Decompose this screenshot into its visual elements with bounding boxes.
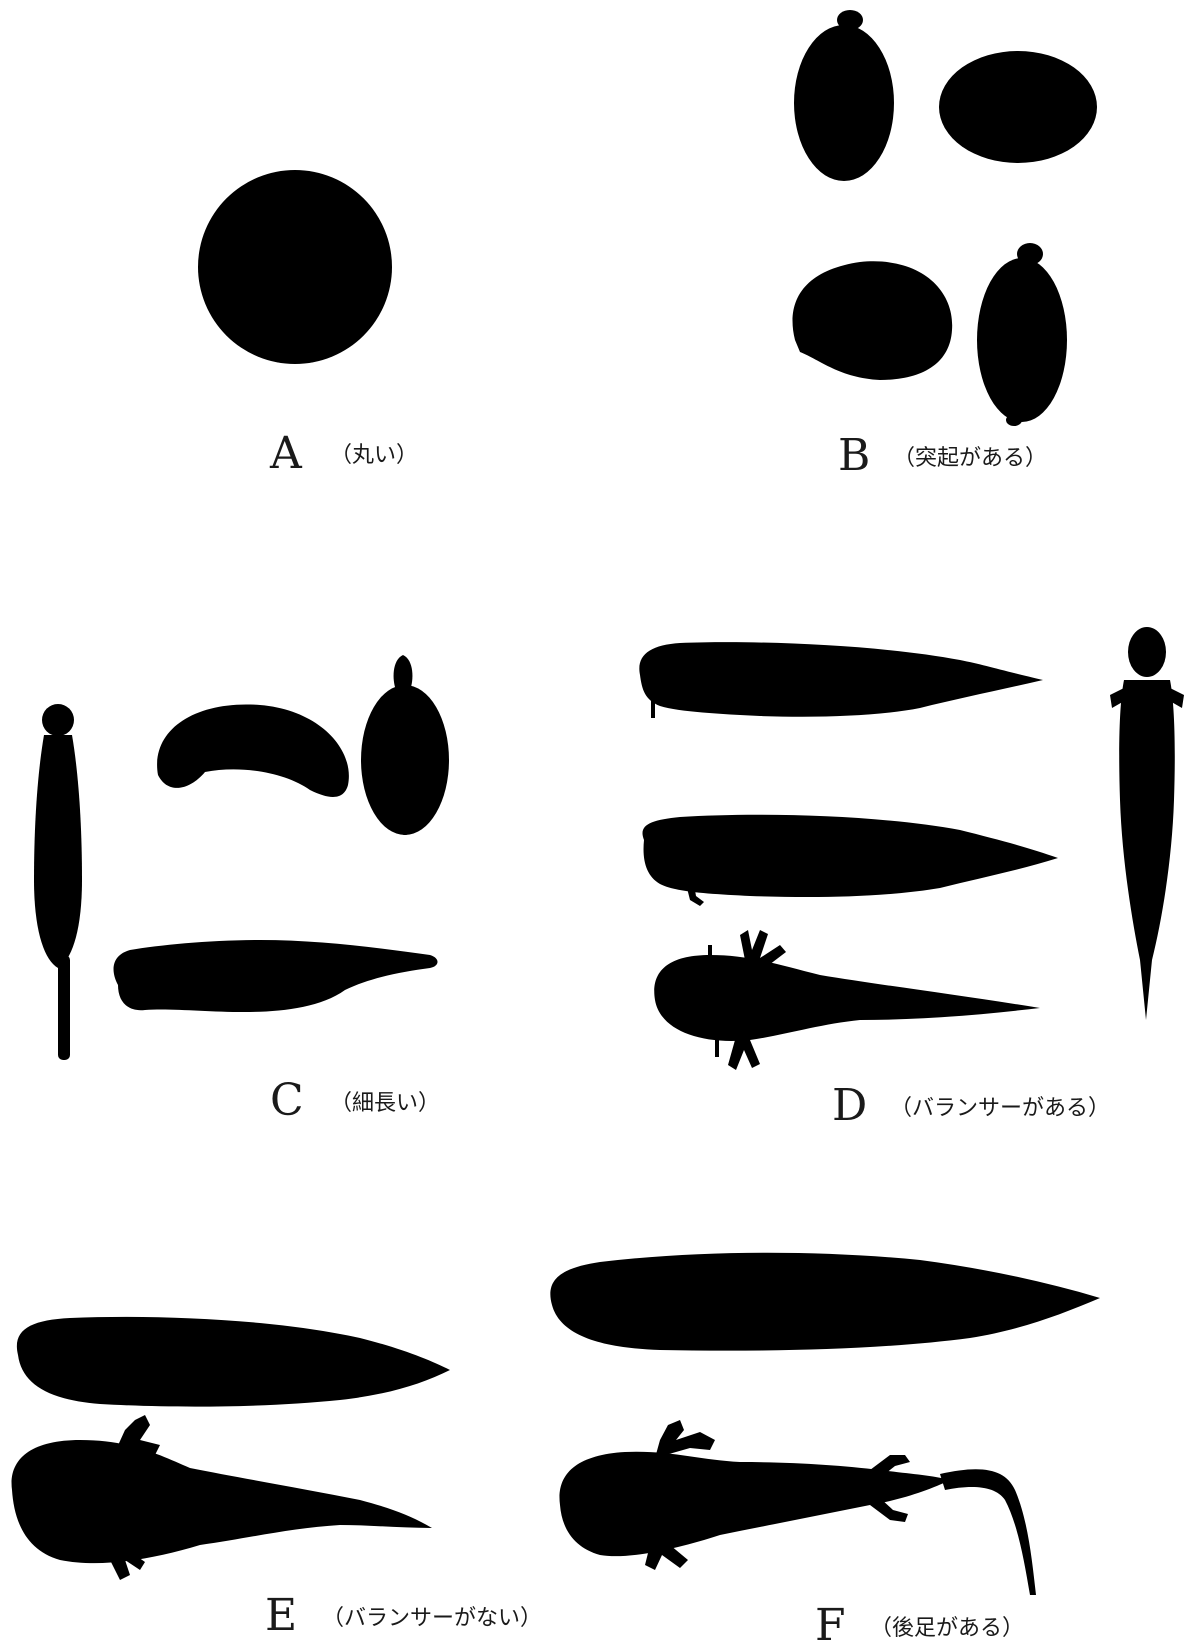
stage-c-embryo-1 (34, 704, 82, 1060)
stage-a-letter: A (269, 428, 303, 479)
stage-e-note: （バランサーがない） (322, 1606, 542, 1631)
stage-a-note: （丸い） (330, 443, 418, 468)
stage-b-letter: B (838, 430, 870, 481)
stage-a-egg-silhouette (198, 170, 392, 364)
stage-b-embryo-3 (793, 261, 953, 380)
stage-f-larva-2 (559, 1420, 1036, 1595)
stage-d: D （バランサーがある） (639, 627, 1184, 1131)
stage-f-letter: F (815, 1600, 846, 1645)
stage-c-note: （細長い） (330, 1091, 440, 1116)
stage-b-note: （突起がある） (893, 446, 1047, 471)
stage-d-larva-1 (639, 642, 1043, 718)
stage-e-larva-2 (12, 1415, 432, 1580)
stage-d-larva-2 (643, 815, 1059, 906)
stage-b-embryo-2 (939, 51, 1097, 163)
stage-e-letter: E (265, 1590, 297, 1641)
stage-d-note: （バランサーがある） (890, 1096, 1110, 1121)
stage-d-larva-3 (654, 930, 1040, 1070)
stage-b: B （突起がある） (793, 10, 1097, 481)
stage-f: F （後足がある） (550, 1253, 1100, 1645)
stage-e: E （バランサーがない） (12, 1317, 542, 1641)
stage-c-embryo-2 (157, 704, 349, 797)
stage-b-embryo-1 (794, 10, 894, 181)
stage-e-larva-1 (17, 1317, 450, 1407)
stage-c-letter: C (270, 1075, 304, 1126)
stage-a: A （丸い） (198, 170, 418, 479)
stage-f-note: （後足がある） (870, 1616, 1024, 1641)
stage-c: C （細長い） (34, 655, 449, 1126)
stage-c-embryo-3 (361, 655, 449, 835)
stage-c-embryo-4 (114, 940, 438, 1012)
stage-d-letter: D (832, 1080, 867, 1131)
stage-f-larva-1 (550, 1253, 1100, 1351)
stage-b-embryo-4 (977, 243, 1067, 426)
stage-d-larva-4 (1110, 627, 1184, 1020)
